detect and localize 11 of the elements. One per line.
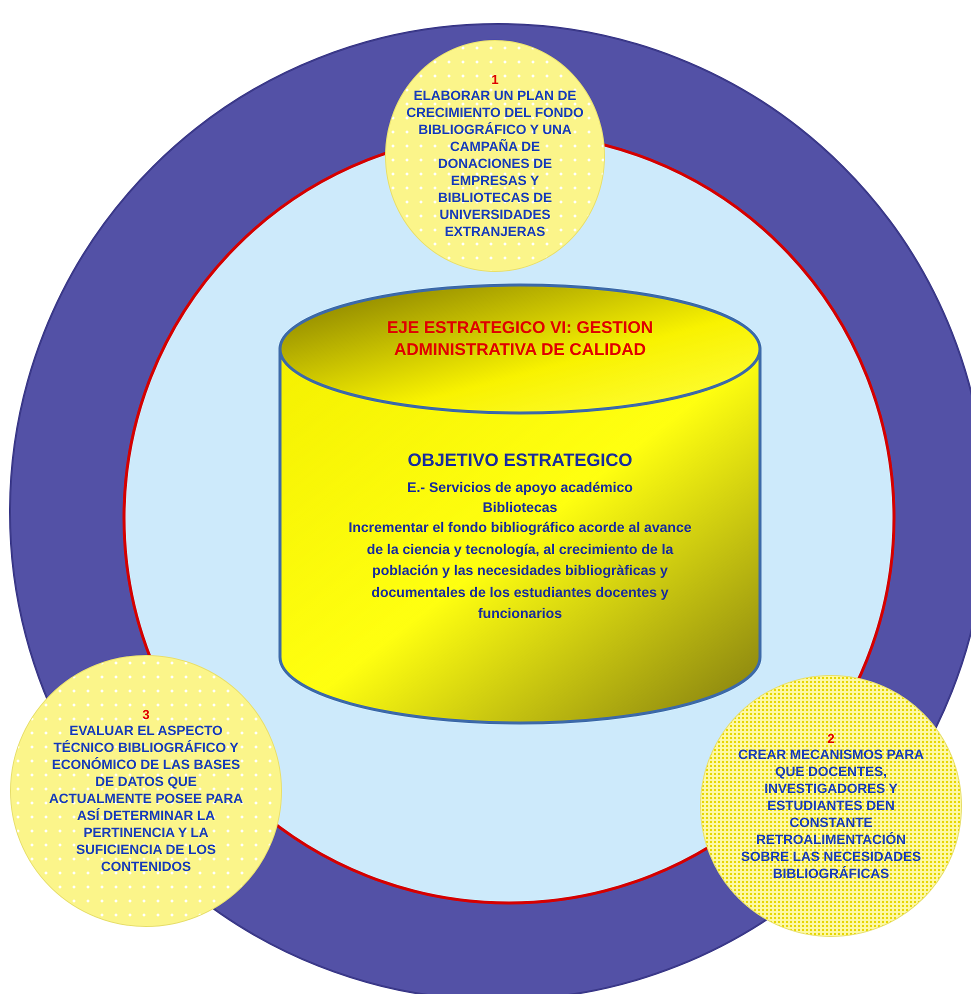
- objective-text: Bibliotecas: [482, 498, 558, 517]
- objective-text: Incrementar el fondo bibliográfico acorde al avance de la ciencia y tecnología, al crecimiento de la población y las necesidades bibliogràficas y documentales de los estudiantes docentes y funcionarios: [348, 518, 692, 623]
- goal-text: CREAR MECANISMOS PARA QUE DOCENTES, INVESTIGADORES Y ESTUDIANTES DEN CONSTANTE RETROALIMENTACIÓN SOBRE LAS NECESIDADES BIBLIOGRÁFICAS: [737, 746, 925, 882]
- goal-text: ELABORAR UN PLAN DE CRECIMIENTO DEL FONDO BIBLIOGRÁFICO Y UNA CAMPAÑA DE DONACIONES DE EMPRESAS Y BIBLIOTECAS DE UNIVERSIDADES EXTRANJERAS: [405, 87, 585, 240]
- goal-number: 1: [491, 72, 499, 87]
- goal-number: 2: [827, 730, 835, 746]
- objective-heading: OBJETIVO ESTRATEGICO: [406, 449, 634, 471]
- goal-number: 3: [142, 707, 150, 722]
- objective-text: E.- Servicios de apoyo académico: [406, 478, 634, 497]
- goal-text: EVALUAR EL ASPECTO TÉCNICO BIBLIOGRÁFICO Y ECONÓMICO DE LAS BASES DE DATOS QUE ACTUALMENTE POSEE PARA ASÍ DETERMINAR LA PERTINENCIA Y LA SUFICIENCIA DE LOS CONTENIDOS: [48, 722, 244, 875]
- axis-title: EJE ESTRATEGICO VI: GESTION ADMINISTRATIVA DE CALIDAD: [386, 317, 654, 361]
